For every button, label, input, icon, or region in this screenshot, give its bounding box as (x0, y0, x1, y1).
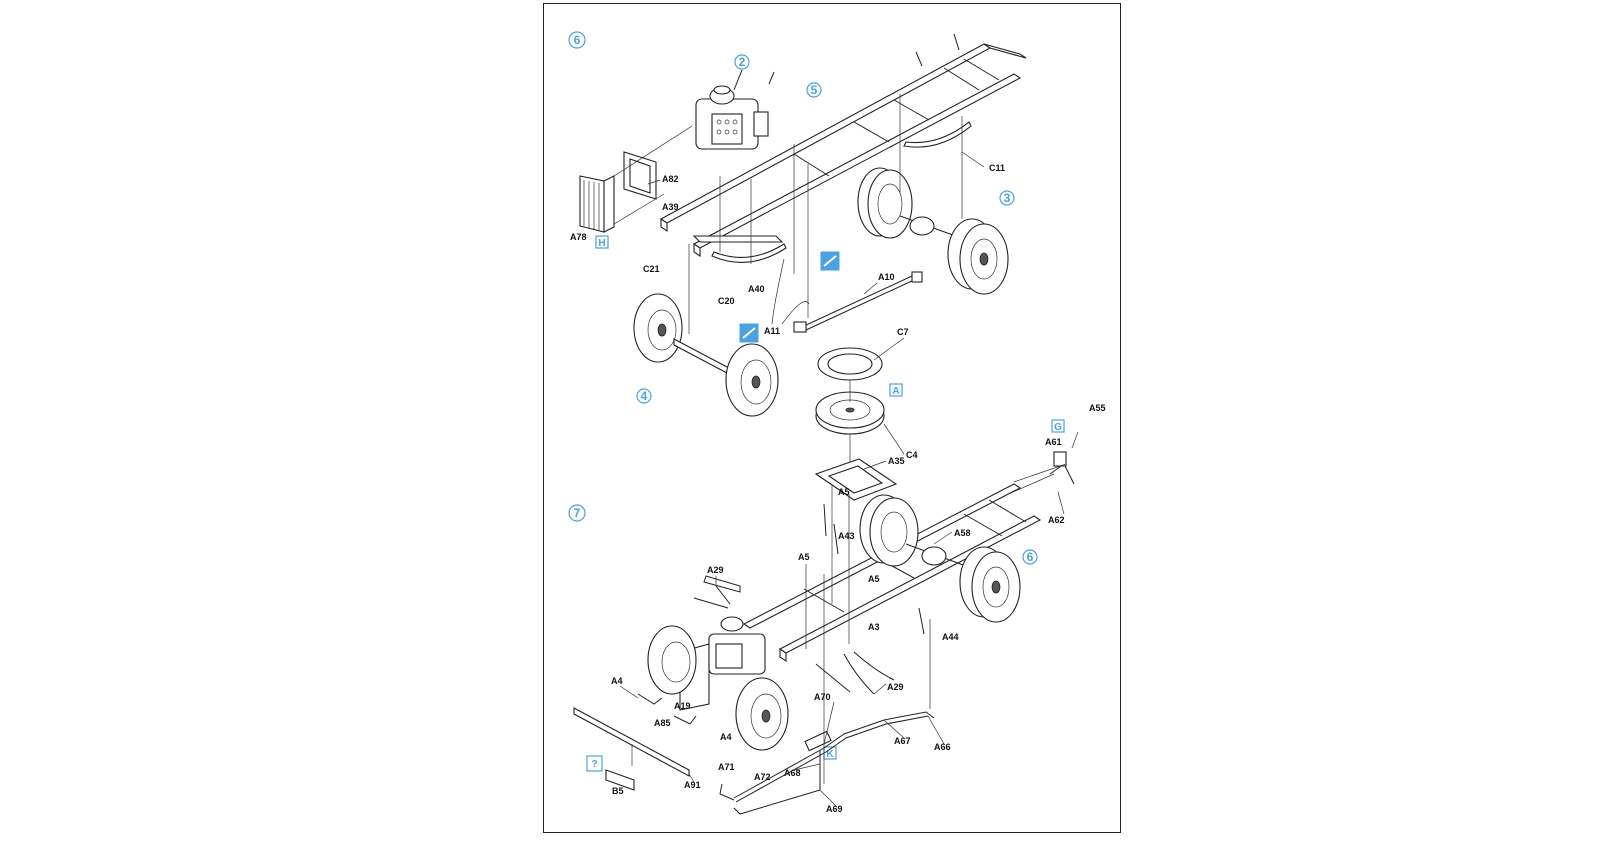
front-leaf-spring (711, 243, 787, 263)
label-a4-top: A4 (611, 676, 623, 686)
engine-radiator-step7 (679, 616, 766, 711)
rear-dual-wheels-left (857, 167, 913, 239)
substep-4-marker: 4 (636, 388, 652, 404)
label-c4: C4 (906, 450, 918, 460)
small-parts-step7 (637, 451, 1075, 725)
label-a4-low: A4 (720, 732, 732, 742)
label-a91: A91 (684, 780, 701, 790)
tag-question: ? (586, 755, 603, 772)
svg-text:3: 3 (1004, 191, 1011, 205)
label-a10: A10 (878, 272, 895, 282)
svg-text:6: 6 (574, 33, 581, 47)
license-plate-part (605, 769, 635, 791)
substep-6-marker: 6 (1022, 549, 1038, 565)
spare-wheel-part (815, 391, 885, 435)
assembly-arrows-step7 (631, 463, 1067, 784)
step-6-marker: 6 (568, 31, 586, 49)
label-a11: A11 (764, 326, 780, 336)
label-a29-top: A29 (707, 565, 724, 575)
label-a5-low: A5 (868, 574, 880, 584)
label-a61: A61 (1045, 437, 1062, 447)
rear-dual-wheels-right-step7 (959, 546, 1021, 623)
chassis-frame-step6 (659, 33, 1027, 258)
svg-text:6: 6 (1027, 550, 1034, 564)
label-a5-mid: A5 (798, 552, 810, 562)
label-a69: A69 (826, 804, 843, 814)
label-a67: A67 (894, 736, 911, 746)
assembly-arrows-step6 (613, 94, 963, 466)
front-wheel-left-step7 (647, 625, 697, 695)
label-a3: A3 (868, 622, 880, 632)
driveshaft-part (793, 271, 923, 333)
svg-text:?: ? (591, 759, 597, 770)
svg-text:7: 7 (574, 506, 581, 520)
paint-marker-1 (820, 251, 840, 271)
label-a55: A55 (1089, 403, 1106, 413)
label-a78: A78 (570, 232, 587, 242)
spare-tire-part (817, 347, 883, 381)
instruction-sheet: 6 2 5 3 4 (543, 3, 1121, 833)
label-a40: A40 (748, 284, 765, 294)
substep-2-marker: 2 (734, 54, 750, 70)
step6-labels: A82 A78 A39 C21 C20 A40 A11 A10 C11 C7 C… (570, 151, 1005, 460)
engine-part (695, 69, 775, 150)
rear-dual-wheels-left-step7 (859, 494, 919, 567)
svg-text:H: H (598, 238, 605, 249)
label-a39: A39 (662, 202, 679, 212)
label-c11: C11 (989, 163, 1005, 173)
label-c20: C20 (718, 296, 735, 306)
svg-text:5: 5 (811, 83, 818, 97)
rear-leaf-spring (903, 121, 972, 148)
label-a71: A71 (718, 762, 735, 772)
svg-text:K: K (826, 749, 834, 760)
svg-text:4: 4 (641, 389, 648, 403)
tag-a: A (889, 383, 903, 397)
label-a19: A19 (674, 701, 691, 711)
step-7-marker: 7 (568, 504, 586, 522)
label-c21: C21 (643, 264, 660, 274)
substep-3-marker: 3 (999, 190, 1015, 206)
label-a66: A66 (934, 742, 951, 752)
label-a44: A44 (942, 632, 959, 642)
svg-text:G: G (1054, 422, 1062, 433)
step7-labels: A35 A55 A61 A62 A5 A43 A58 A5 A29 A5 A3 … (611, 403, 1106, 814)
label-a62: A62 (1048, 515, 1065, 525)
label-b5: B5 (612, 786, 624, 796)
substep-5-marker: 5 (806, 82, 822, 98)
label-a43: A43 (838, 531, 855, 541)
label-a82: A82 (662, 174, 679, 184)
svg-text:A: A (892, 386, 899, 397)
tag-g: G (1051, 419, 1065, 433)
label-a70: A70 (814, 692, 831, 702)
front-wheel-left (633, 293, 683, 363)
label-a72: A72 (754, 772, 771, 782)
rear-axle-step7 (905, 543, 975, 570)
label-a29-low: A29 (887, 682, 904, 692)
spare-carrier-part (814, 458, 898, 501)
svg-text:2: 2 (739, 55, 746, 69)
label-a35: A35 (888, 456, 905, 466)
front-bumper-part (573, 707, 690, 777)
radiator-part (579, 151, 657, 233)
label-a58: A58 (954, 528, 971, 538)
assembly-diagram: 6 2 5 3 4 (568, 31, 1106, 815)
label-a5-top: A5 (838, 487, 850, 497)
front-wheel-right-step7 (735, 677, 789, 751)
front-wheel-right (725, 343, 779, 417)
label-a85: A85 (654, 718, 671, 728)
label-c7: C7 (897, 327, 909, 337)
tag-h: H (595, 235, 609, 249)
rear-dual-wheels-right (947, 218, 1009, 295)
exhaust-system-part (719, 711, 935, 815)
paint-marker-2 (739, 323, 759, 343)
label-a68: A68 (784, 768, 801, 778)
